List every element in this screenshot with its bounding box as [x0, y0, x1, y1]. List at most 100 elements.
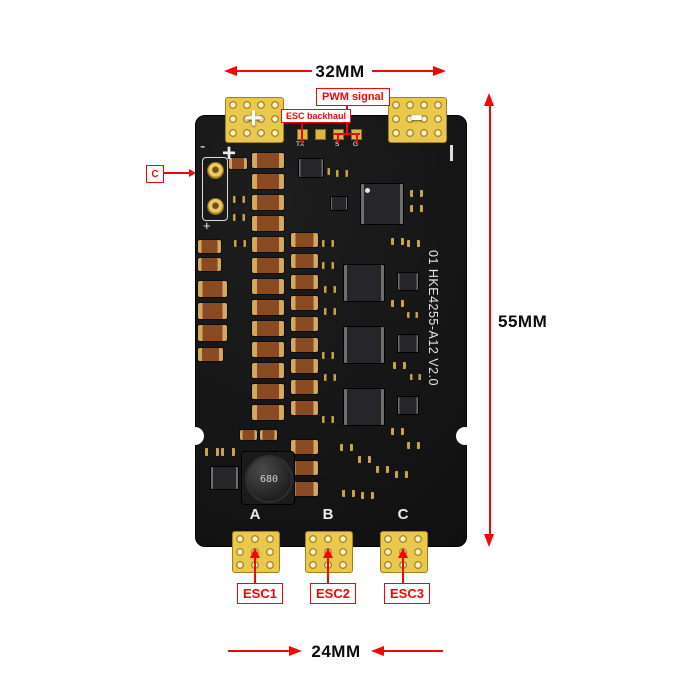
dim-bottom-arrow-left: [289, 646, 302, 656]
pwm-signal-label: PWM signal: [316, 88, 390, 106]
ic-component: [298, 158, 324, 178]
esc-backhaul-label: ESC backhaul: [281, 109, 352, 123]
signal-pad-s: [333, 129, 344, 140]
dim-bottom-text: 24MM: [311, 642, 361, 661]
dim-top-arrow-left: [224, 66, 237, 76]
ic-component: [397, 272, 419, 291]
ic-component: [210, 466, 239, 490]
part-component: [407, 442, 420, 449]
dim-bottom-line-left: [228, 650, 290, 652]
connector-c-label: C: [146, 165, 164, 183]
inductor-value: 680: [259, 473, 279, 485]
part-component: [233, 214, 245, 221]
esc1-label: ESC1: [237, 583, 283, 604]
power-pad-plus-symbol: +: [244, 102, 263, 135]
phase-label-c: C: [397, 506, 409, 523]
board-model-text: 01 HKE4255-A12 V2.0: [426, 250, 440, 386]
inductor: 680: [241, 451, 295, 505]
cap-component: [291, 401, 318, 415]
ic-component: [330, 196, 348, 211]
motor-pad-c: [380, 531, 428, 573]
part-component: [407, 240, 420, 247]
g-label: G: [353, 141, 359, 148]
cap-component: [252, 342, 284, 357]
esc3-arrow-line: [402, 557, 404, 583]
phase-label-a: A: [249, 506, 261, 523]
cap-component: [291, 461, 318, 475]
dim-top-text: 32MM: [315, 62, 365, 81]
backhaul-pointer-vertical: [301, 124, 303, 144]
cap-component: [252, 321, 284, 336]
dim-side-arrow-down: [484, 534, 494, 547]
mounting-notch-left: [186, 427, 204, 445]
dim-side-arrow-up: [484, 93, 494, 106]
cap-component: [252, 237, 284, 252]
part-component: [324, 286, 336, 293]
part-component: [205, 448, 219, 456]
cap-component: [291, 359, 318, 373]
power-pad-minus-symbol: -: [409, 92, 424, 137]
power-pad-negative: [388, 97, 447, 143]
cap-component: [198, 258, 221, 271]
dim-top-line-right: [372, 70, 433, 72]
cap-component: [229, 158, 247, 169]
connector-outline: [202, 157, 228, 221]
part-component: [233, 196, 245, 203]
part-component: [410, 374, 421, 380]
cap-component: [198, 348, 223, 361]
cap-component: [252, 363, 284, 378]
part-component: [340, 444, 353, 451]
ic-component: [397, 334, 419, 353]
dim-side-line: [489, 105, 491, 534]
signal-pad-2: [315, 129, 326, 140]
part-component: [407, 312, 418, 318]
pin1-marker-icon: [450, 145, 453, 161]
ic-component: [343, 264, 385, 302]
esc1-arrow-line: [254, 557, 256, 583]
dim-top-arrow-right: [433, 66, 446, 76]
ic-component: [343, 326, 385, 364]
cap-component: [198, 303, 227, 319]
connector-c-line: [163, 172, 190, 174]
cap-component: [198, 325, 227, 341]
part-component: [358, 456, 371, 463]
mcu-pin1-dot: [365, 188, 370, 193]
cap-component: [252, 195, 284, 210]
dim-bottom-line-right: [383, 650, 443, 652]
cap-component: [198, 240, 221, 253]
pcb-board: [195, 115, 467, 547]
cap-component: [291, 380, 318, 394]
part-component: [322, 240, 334, 247]
part-component: [391, 238, 404, 245]
cap-component: [240, 430, 257, 440]
connector-pad-bottom: [207, 198, 224, 215]
part-component: [322, 416, 334, 423]
cap-component: [198, 281, 227, 297]
signal-pad-tx: [297, 129, 308, 140]
tx-label: TX: [296, 141, 305, 148]
cap-component: [252, 405, 284, 420]
connector-plus-small-label: +: [203, 218, 211, 233]
cap-component: [252, 258, 284, 273]
cap-component: [252, 216, 284, 231]
s-label: S: [335, 141, 340, 148]
part-component: [322, 352, 334, 359]
cap-component: [291, 440, 318, 454]
part-component: [318, 168, 330, 175]
part-component: [391, 300, 404, 307]
part-component: [324, 308, 336, 315]
connector-c-arrow: [189, 169, 196, 177]
part-component: [361, 492, 374, 499]
part-component: [322, 262, 334, 269]
part-component: [393, 362, 406, 369]
part-component: [395, 471, 408, 478]
cap-component: [291, 275, 318, 289]
connector-pad-top: [207, 162, 224, 179]
cap-component: [252, 174, 284, 189]
cap-component: [291, 482, 318, 496]
dim-bottom-arrow-right: [371, 646, 384, 656]
cap-component: [291, 233, 318, 247]
cap-component: [252, 384, 284, 399]
